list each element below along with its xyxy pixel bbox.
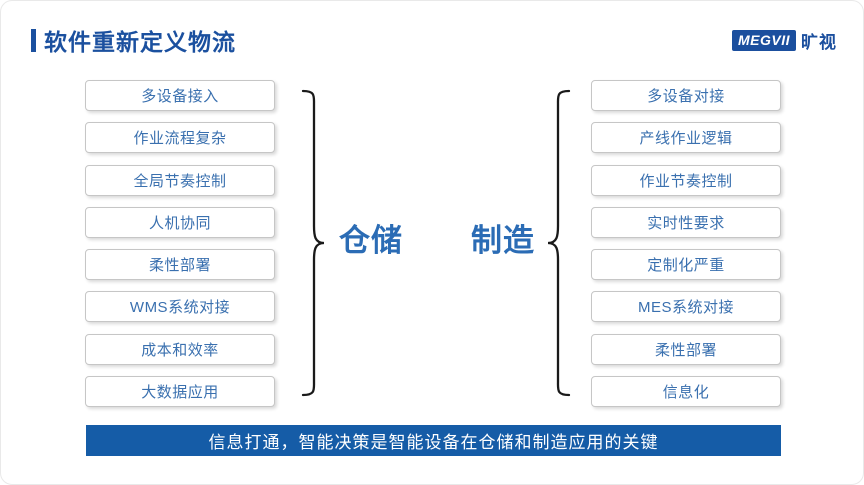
manufacture-factor-list: 多设备对接 产线作业逻辑 作业节奏控制 实时性要求 定制化严重 MES系统对接 …: [591, 80, 781, 408]
manufacture-factor-box: MES系统对接: [591, 291, 781, 323]
manufacture-factor-box: 作业节奏控制: [591, 164, 781, 196]
warehouse-factor-box: 成本和效率: [85, 333, 275, 365]
megvii-logo-mark: MEGVII: [731, 30, 796, 51]
warehouse-factor-box: WMS系统对接: [85, 291, 275, 323]
megvii-logo: MEGVII 旷视: [731, 28, 837, 53]
manufacture-factor-box: 柔性部署: [591, 333, 781, 365]
left-pointing-brace-icon: [547, 89, 571, 397]
manufacture-factor-box: 产线作业逻辑: [591, 122, 781, 154]
warehouse-factor-box: 人机协同: [85, 206, 275, 238]
manufacture-factor-box: 定制化严重: [591, 249, 781, 281]
page-title-text: 软件重新定义物流: [44, 29, 236, 55]
megvii-logo-name: 旷视: [801, 33, 837, 52]
warehouse-factor-list: 多设备接入 作业流程复杂 全局节奏控制 人机协同 柔性部署 WMS系统对接 成本…: [85, 80, 275, 408]
manufacture-factor-box: 信息化: [591, 376, 781, 408]
title-accent-bar: [31, 28, 36, 52]
key-message-banner: 信息打通，智能决策是智能设备在仓储和制造应用的关键: [86, 425, 781, 456]
warehouse-factor-box: 柔性部署: [85, 249, 275, 281]
warehouse-factor-box: 全局节奏控制: [85, 164, 275, 196]
warehouse-label: 仓储: [339, 223, 403, 258]
warehouse-factor-box: 作业流程复杂: [85, 122, 275, 154]
manufacture-factor-box: 实时性要求: [591, 206, 781, 238]
page-title: 软件重新定义物流: [31, 23, 236, 57]
manufacture-factor-box: 多设备对接: [591, 80, 781, 111]
right-pointing-brace-icon: [301, 89, 325, 397]
warehouse-factor-box: 多设备接入: [85, 80, 275, 111]
manufacture-label: 制造: [471, 223, 535, 258]
warehouse-factor-box: 大数据应用: [85, 376, 275, 408]
